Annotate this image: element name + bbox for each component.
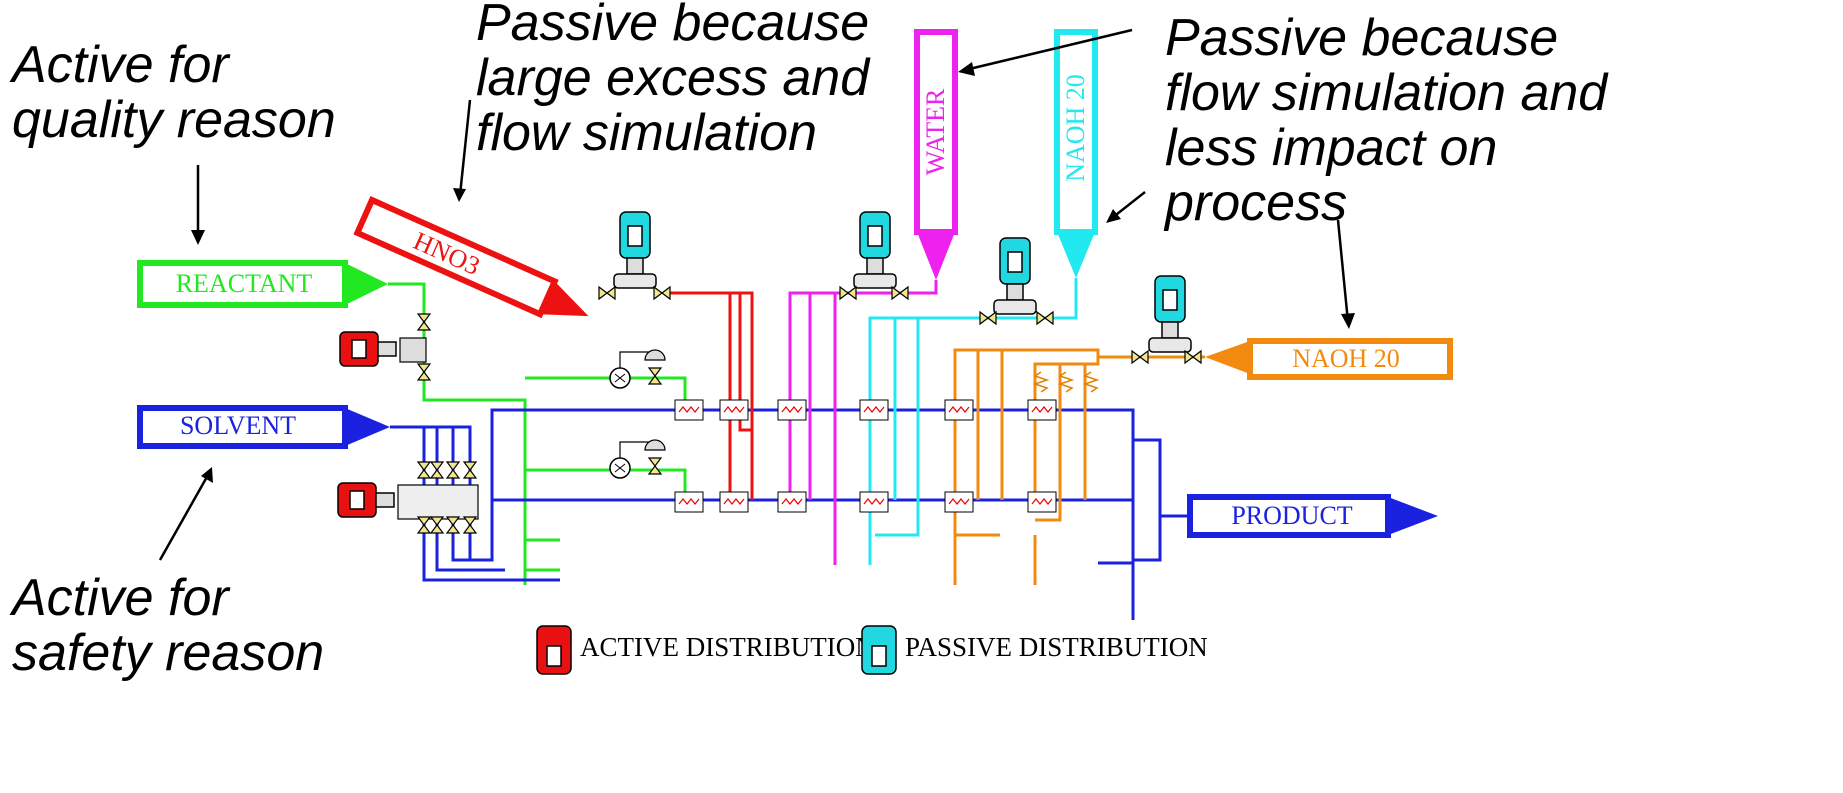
product-tank: PRODUCT [1187, 494, 1438, 538]
naoh-right-pipes [953, 348, 1205, 585]
naoh-pump-passive [979, 237, 1054, 325]
naoh-top-label: NAOH 20 [1061, 74, 1090, 182]
naoh-right-tank: NAOH 20 [1205, 338, 1453, 380]
legend-passive-pump-icon [861, 625, 897, 675]
heat-exchangers [674, 399, 1057, 513]
annotation-passive-hno3: Passive because large excess and flow si… [476, 0, 884, 162]
hno3-pipes [665, 291, 754, 500]
legend: ACTIVE DISTRIBUTION PASSIVE DISTRIBUTION [536, 625, 1208, 675]
arrow-to-naoh [1111, 191, 1146, 219]
water-tank: WATER [914, 29, 958, 280]
hno3-pump-passive [598, 211, 671, 300]
control-valve-upper [609, 349, 666, 389]
legend-active-label: ACTIVE DISTRIBUTION [580, 632, 875, 662]
water-label: WATER [921, 88, 950, 175]
legend-passive-label: PASSIVE DISTRIBUTION [905, 632, 1208, 662]
annotation-active-quality: Active for quality reason [9, 36, 336, 149]
product-label: PRODUCT [1231, 501, 1352, 530]
legend-active-pump-icon [536, 625, 572, 675]
arrow-to-water [964, 28, 1133, 72]
naoh-top-tank: NAOH 20 [1054, 29, 1098, 278]
reactant-pump-active [339, 313, 431, 381]
naoh-pipes [868, 278, 1078, 565]
naoh-right-pump-passive [1131, 275, 1202, 364]
naoh-right-label: NAOH 20 [1292, 344, 1400, 373]
solvent-tank: SOLVENT [137, 405, 390, 449]
reactant-label: REACTANT [176, 269, 313, 298]
arrow-to-naoh-right [1336, 219, 1350, 323]
arrow-to-solvent [158, 474, 210, 561]
control-valve-lower [609, 439, 666, 479]
arrow-to-hno3 [458, 99, 472, 196]
reactant-tank: REACTANT [137, 260, 388, 308]
water-pump-passive [839, 211, 909, 300]
solvent-pump-active [337, 461, 479, 534]
annotation-passive-flow: Passive because flow simulation and less… [1163, 9, 1622, 232]
annotation-active-safety: Active for safety reason [9, 569, 324, 682]
hno3-tank: HNO3 [353, 196, 589, 319]
reactant-pipes [388, 282, 687, 585]
relief-springs [1032, 371, 1100, 393]
water-pipes [788, 280, 938, 565]
solvent-label: SOLVENT [180, 411, 296, 440]
